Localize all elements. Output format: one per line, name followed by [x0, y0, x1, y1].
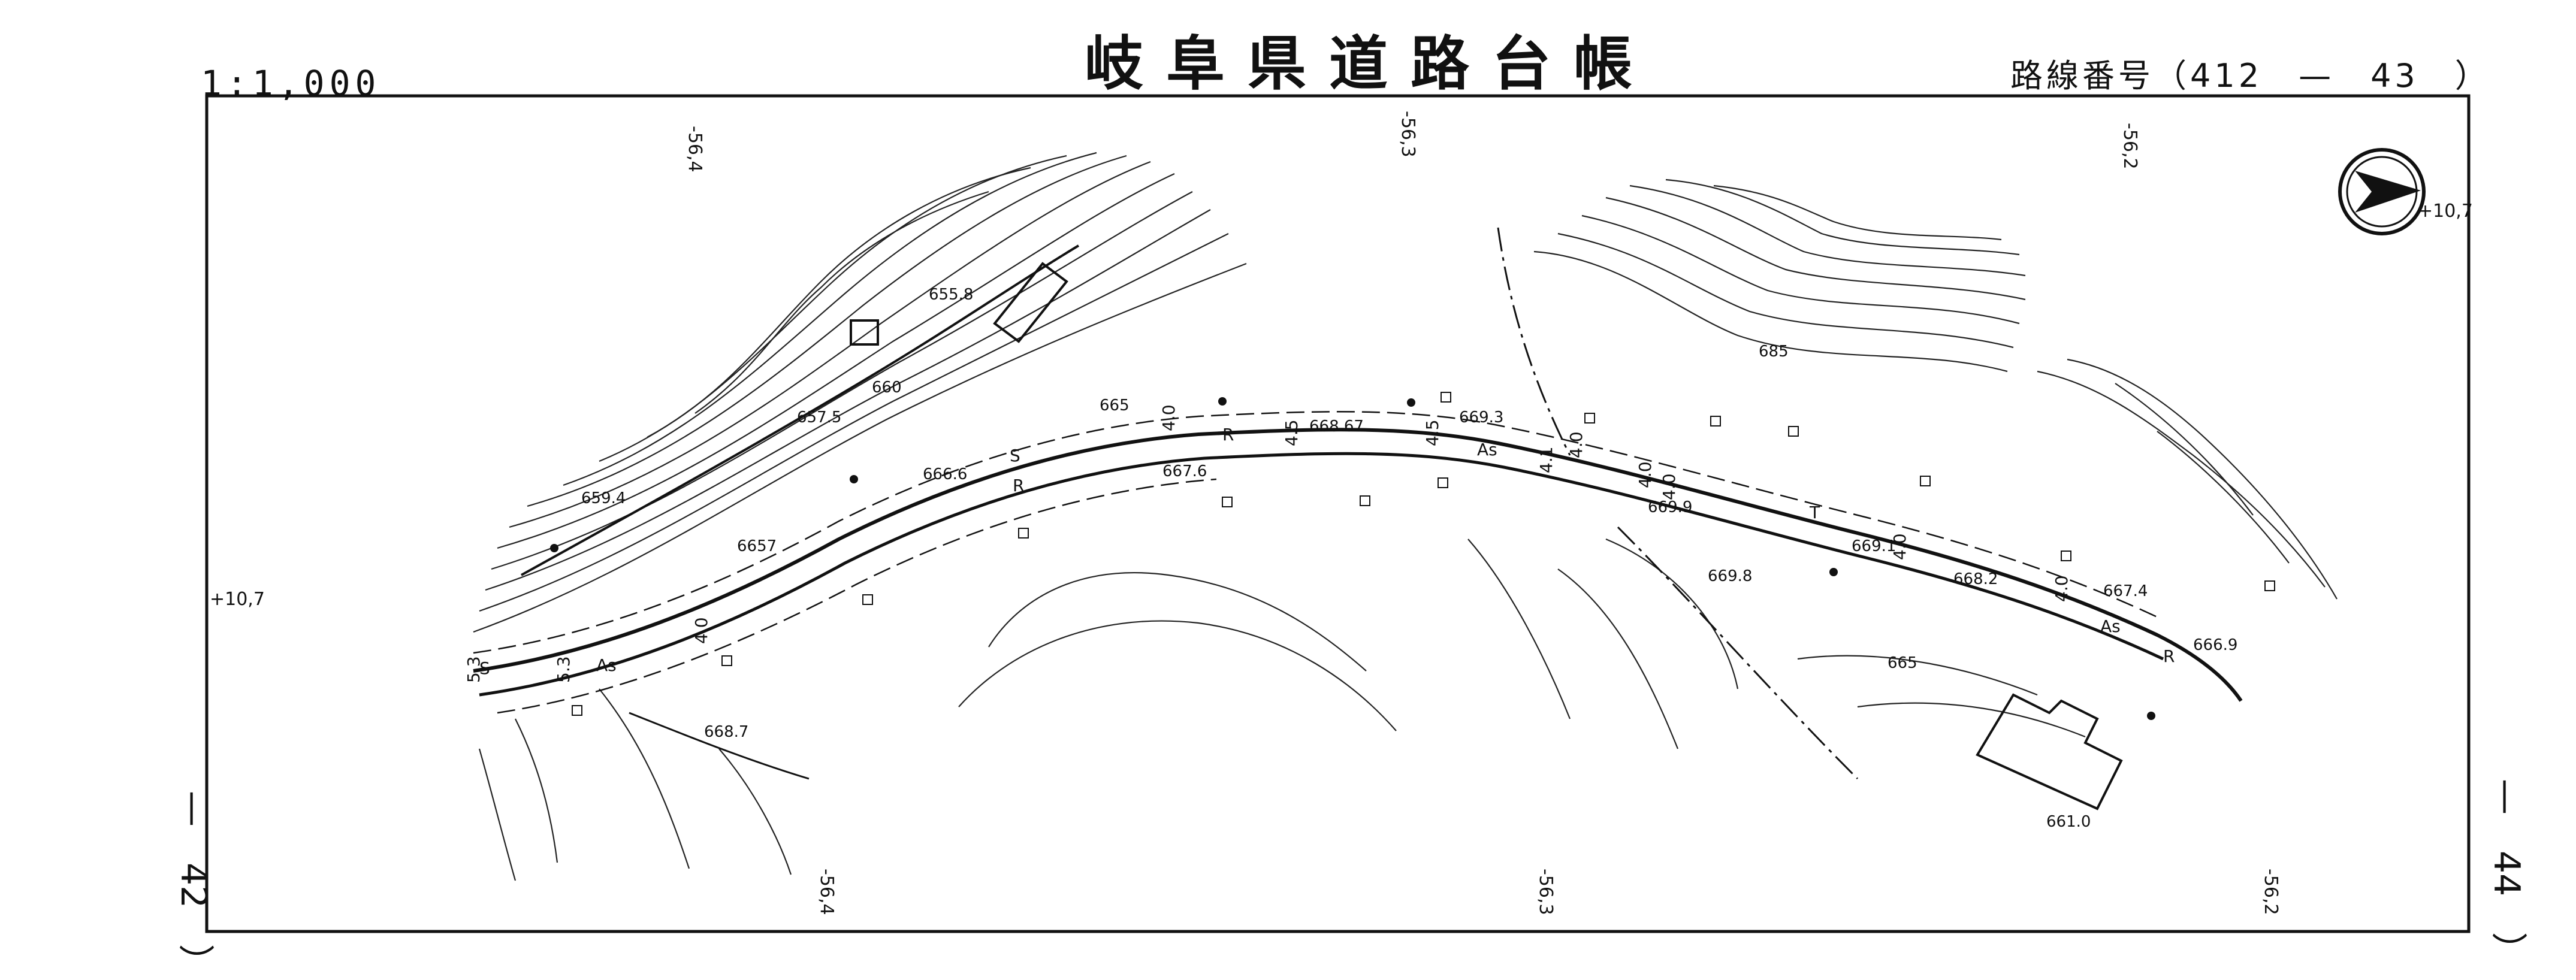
- road-mark-labels: As As As R R R 5.3 5.3 4.0 4.5 4.0 4.5 4…: [464, 404, 2175, 683]
- width-label: 4.0: [1159, 404, 1179, 431]
- grid-bottom-3: -56,2: [2260, 869, 2281, 915]
- elevation-label: 666.6: [923, 465, 967, 483]
- width-label: 4.0: [1890, 533, 1910, 560]
- elevation-label: 6657: [737, 537, 777, 555]
- elevation-label: 665: [1888, 654, 1917, 672]
- surface-label: As: [596, 655, 617, 675]
- elevation-label: 669.3: [1459, 409, 1503, 427]
- grid-top-3: -56,2: [2119, 123, 2140, 170]
- width-label: 5.3: [554, 656, 573, 683]
- shoulder-mark: S: [479, 658, 490, 678]
- grid-labels: -56,4 -56,3 -56,2 -56,4 -56,3 -56,2 +10,…: [210, 111, 2473, 915]
- elevation-label: 669.1: [1852, 537, 1896, 555]
- elevation-label: 668.67: [1309, 418, 1364, 435]
- route-number: 路線番号（412 — 43 ）: [2010, 57, 2491, 95]
- elevation-label: 669.9: [1648, 498, 1692, 516]
- map-frame: [205, 94, 2471, 933]
- road-ledger-map: -56,4 -56,3 -56,2 -56,4 -56,3 -56,2 +10,…: [205, 94, 2473, 933]
- elevation-label: 660: [872, 379, 902, 397]
- elevation-label: 659.4: [581, 489, 626, 507]
- road-lines: [473, 227, 2243, 780]
- elevation-label: 657.5: [797, 409, 841, 427]
- elevation-label: 667.6: [1162, 462, 1207, 480]
- grid-bottom-1: -56,4: [816, 869, 837, 915]
- contour-lines: [473, 152, 2338, 881]
- grid-left-mid: +10,7: [210, 589, 265, 610]
- width-label: 4.0: [2052, 575, 2071, 602]
- adjacent-sheet-right: — 44 ）: [2486, 779, 2527, 969]
- elevation-label: 668.7: [704, 723, 748, 741]
- shoulder-mark: S: [1010, 446, 1020, 465]
- grid-right-top: +10,7: [2418, 201, 2473, 222]
- grid-bottom-2: -56,3: [1535, 869, 1556, 915]
- elevation-label: 667.4: [2103, 582, 2148, 600]
- width-label: 4.5: [1423, 419, 1442, 446]
- grid-top-2: -56,3: [1397, 111, 1418, 158]
- elevation-label: 655.8: [929, 286, 973, 304]
- width-label: 5.3: [464, 656, 484, 683]
- elevation-label: 666.9: [2193, 636, 2237, 654]
- page-title: 岐阜県道路台帳: [1085, 29, 1656, 98]
- width-label: 4.0: [1566, 431, 1586, 458]
- benchmark-icons: [572, 392, 2275, 716]
- elevation-label: 661.0: [2046, 813, 2091, 831]
- width-label: 4.0: [1659, 473, 1679, 500]
- width-label: 4.0: [1635, 461, 1655, 488]
- surface-label: As: [2100, 616, 2121, 636]
- shoulder-mark: T: [1809, 503, 1820, 522]
- north-arrow-icon: [2338, 148, 2426, 235]
- survey-points: [550, 397, 2155, 720]
- buildings: [850, 262, 2123, 810]
- route-mark: R: [2163, 646, 2175, 666]
- surface-label: As: [1477, 440, 1497, 459]
- grid-top-1: -56,4: [684, 126, 705, 173]
- elevation-label: 669.8: [1708, 567, 1752, 585]
- route-mark: R: [1013, 476, 1024, 495]
- elevation-label: 685: [1759, 343, 1789, 361]
- elevation-label: 665: [1100, 397, 1130, 415]
- route-mark: R: [1222, 425, 1234, 444]
- elevation-label: 668.2: [1953, 570, 1998, 588]
- width-label: 4.5: [1282, 419, 1301, 446]
- width-label: 4.0: [691, 617, 711, 644]
- elevation-labels: 655.8 660 657.5 665 659.4 666.6 6657 668…: [581, 286, 2237, 831]
- width-label: 4.1: [1536, 446, 1556, 473]
